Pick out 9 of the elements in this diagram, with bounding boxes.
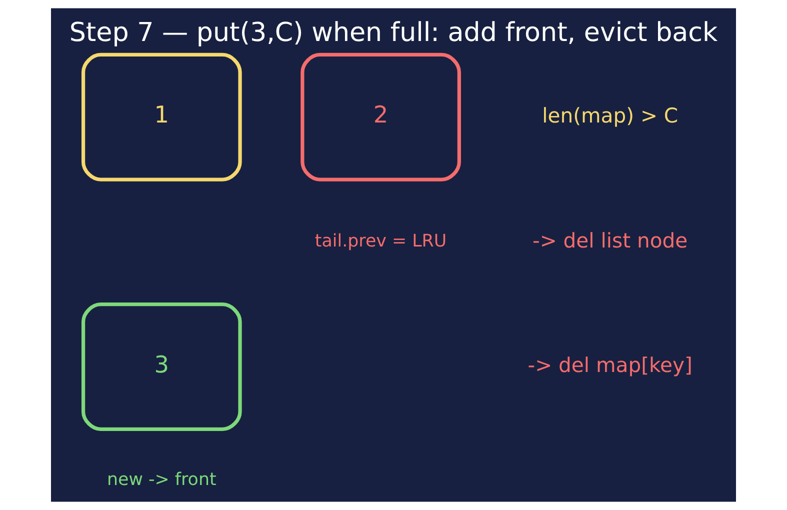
node-box: 1 xyxy=(81,52,242,182)
node-box: 3 xyxy=(81,302,242,431)
diagram-title: Step 7 — put(3,C) when full: add front, evict back xyxy=(69,18,718,48)
label: -> del map[key] xyxy=(528,353,692,378)
label: -> del list node xyxy=(532,228,688,252)
node-label: new -> front xyxy=(106,470,216,490)
node-label: tail.prev = LRU xyxy=(314,231,447,252)
node-box: 2 xyxy=(300,52,461,182)
label: len(map) > C xyxy=(542,104,678,128)
